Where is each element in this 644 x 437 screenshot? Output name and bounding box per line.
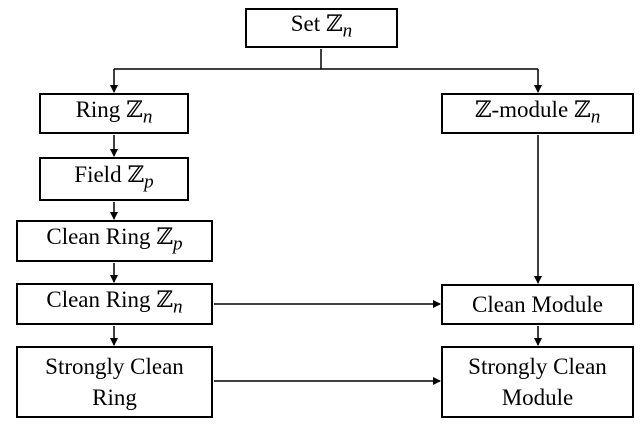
node-clean-ring-zn-label: Clean Ring ℤn bbox=[46, 287, 183, 318]
node-clean-ring-zp: Clean Ring ℤp bbox=[16, 220, 213, 262]
node-z-module-zn: ℤ-module ℤn bbox=[441, 93, 634, 134]
node-ring-zn-label: Ring ℤn bbox=[75, 96, 153, 128]
node-clean-module-label: Clean Module bbox=[472, 291, 603, 317]
node-clean-ring-zn: Clean Ring ℤn bbox=[16, 283, 213, 325]
node-field-zp: Field ℤp bbox=[39, 157, 189, 201]
node-field-zp-label: Field ℤp bbox=[74, 162, 154, 193]
node-set-zn-label: Set ℤn bbox=[290, 11, 353, 42]
node-clean-ring-zp-label: Clean Ring ℤp bbox=[46, 224, 183, 255]
node-z-module-zn-label: ℤ-module ℤn bbox=[474, 96, 601, 128]
node-set-zn: Set ℤn bbox=[245, 8, 398, 48]
node-clean-module: Clean Module bbox=[441, 284, 634, 325]
node-ring-zn: Ring ℤn bbox=[39, 93, 189, 134]
split-connector-set bbox=[110, 49, 542, 93]
